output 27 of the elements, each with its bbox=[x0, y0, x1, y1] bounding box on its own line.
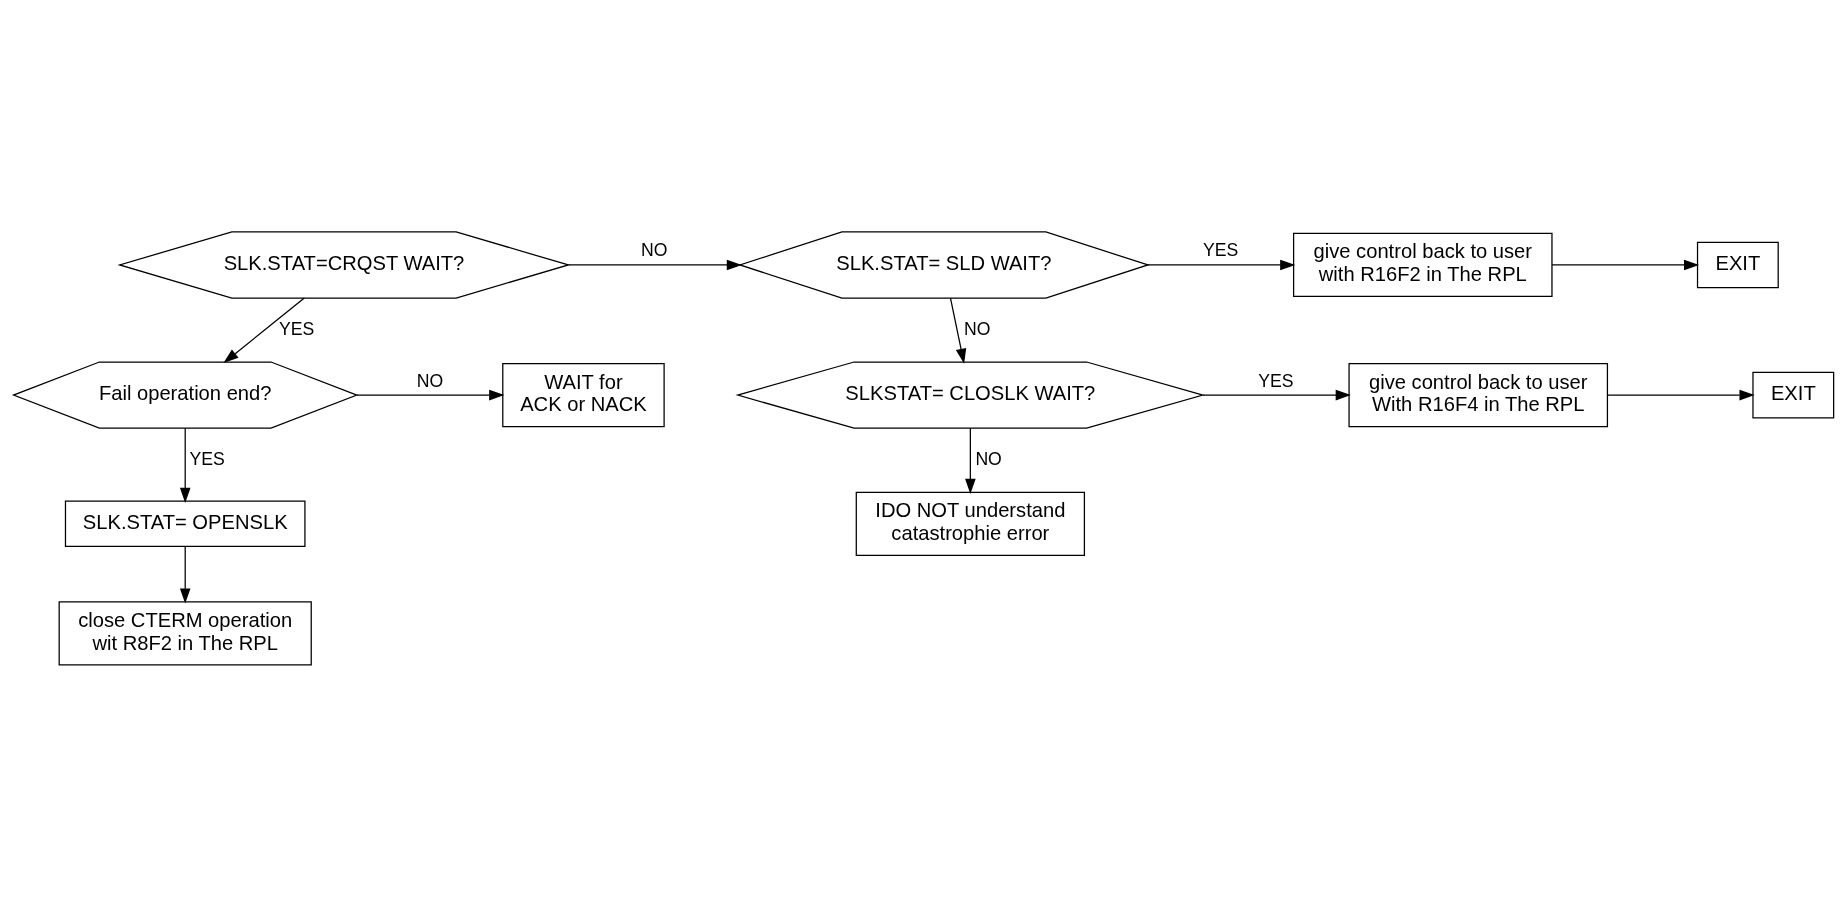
edge-label: YES bbox=[1258, 370, 1294, 391]
arrow bbox=[223, 297, 305, 364]
node-box: IDO NOT understand catastrophie error bbox=[855, 491, 1086, 556]
node-box: EXIT bbox=[1752, 371, 1835, 419]
edge-label: NO bbox=[641, 240, 668, 261]
edge-label: YES bbox=[279, 318, 315, 339]
arrow bbox=[568, 259, 742, 271]
node-box: close CTERM operation wit R8F2 in The RPL bbox=[58, 601, 312, 666]
node-box: SLK.STAT= OPENSLK bbox=[64, 500, 306, 548]
edge-label: NO bbox=[964, 318, 991, 339]
arrow bbox=[1147, 259, 1296, 271]
edge-label: NO bbox=[416, 370, 444, 391]
arrow bbox=[1551, 259, 1700, 271]
arrow bbox=[949, 297, 967, 364]
node-box: WAIT for ACK or NACK bbox=[502, 362, 665, 428]
edge-label: YES bbox=[189, 448, 225, 469]
arrow bbox=[1202, 389, 1351, 401]
edge-label: NO bbox=[975, 448, 1002, 469]
node-box: give control back to user With R16F4 in The RPL bbox=[1348, 362, 1609, 428]
arrow bbox=[179, 427, 191, 503]
arrow bbox=[1606, 389, 1755, 401]
arrow bbox=[179, 546, 191, 604]
node-box: EXIT bbox=[1696, 241, 1779, 289]
arrow bbox=[965, 427, 976, 494]
arrow bbox=[356, 389, 505, 401]
edge-label: YES bbox=[1202, 240, 1239, 261]
node-box: give control back to user with R16F2 in The RPL bbox=[1292, 232, 1553, 298]
